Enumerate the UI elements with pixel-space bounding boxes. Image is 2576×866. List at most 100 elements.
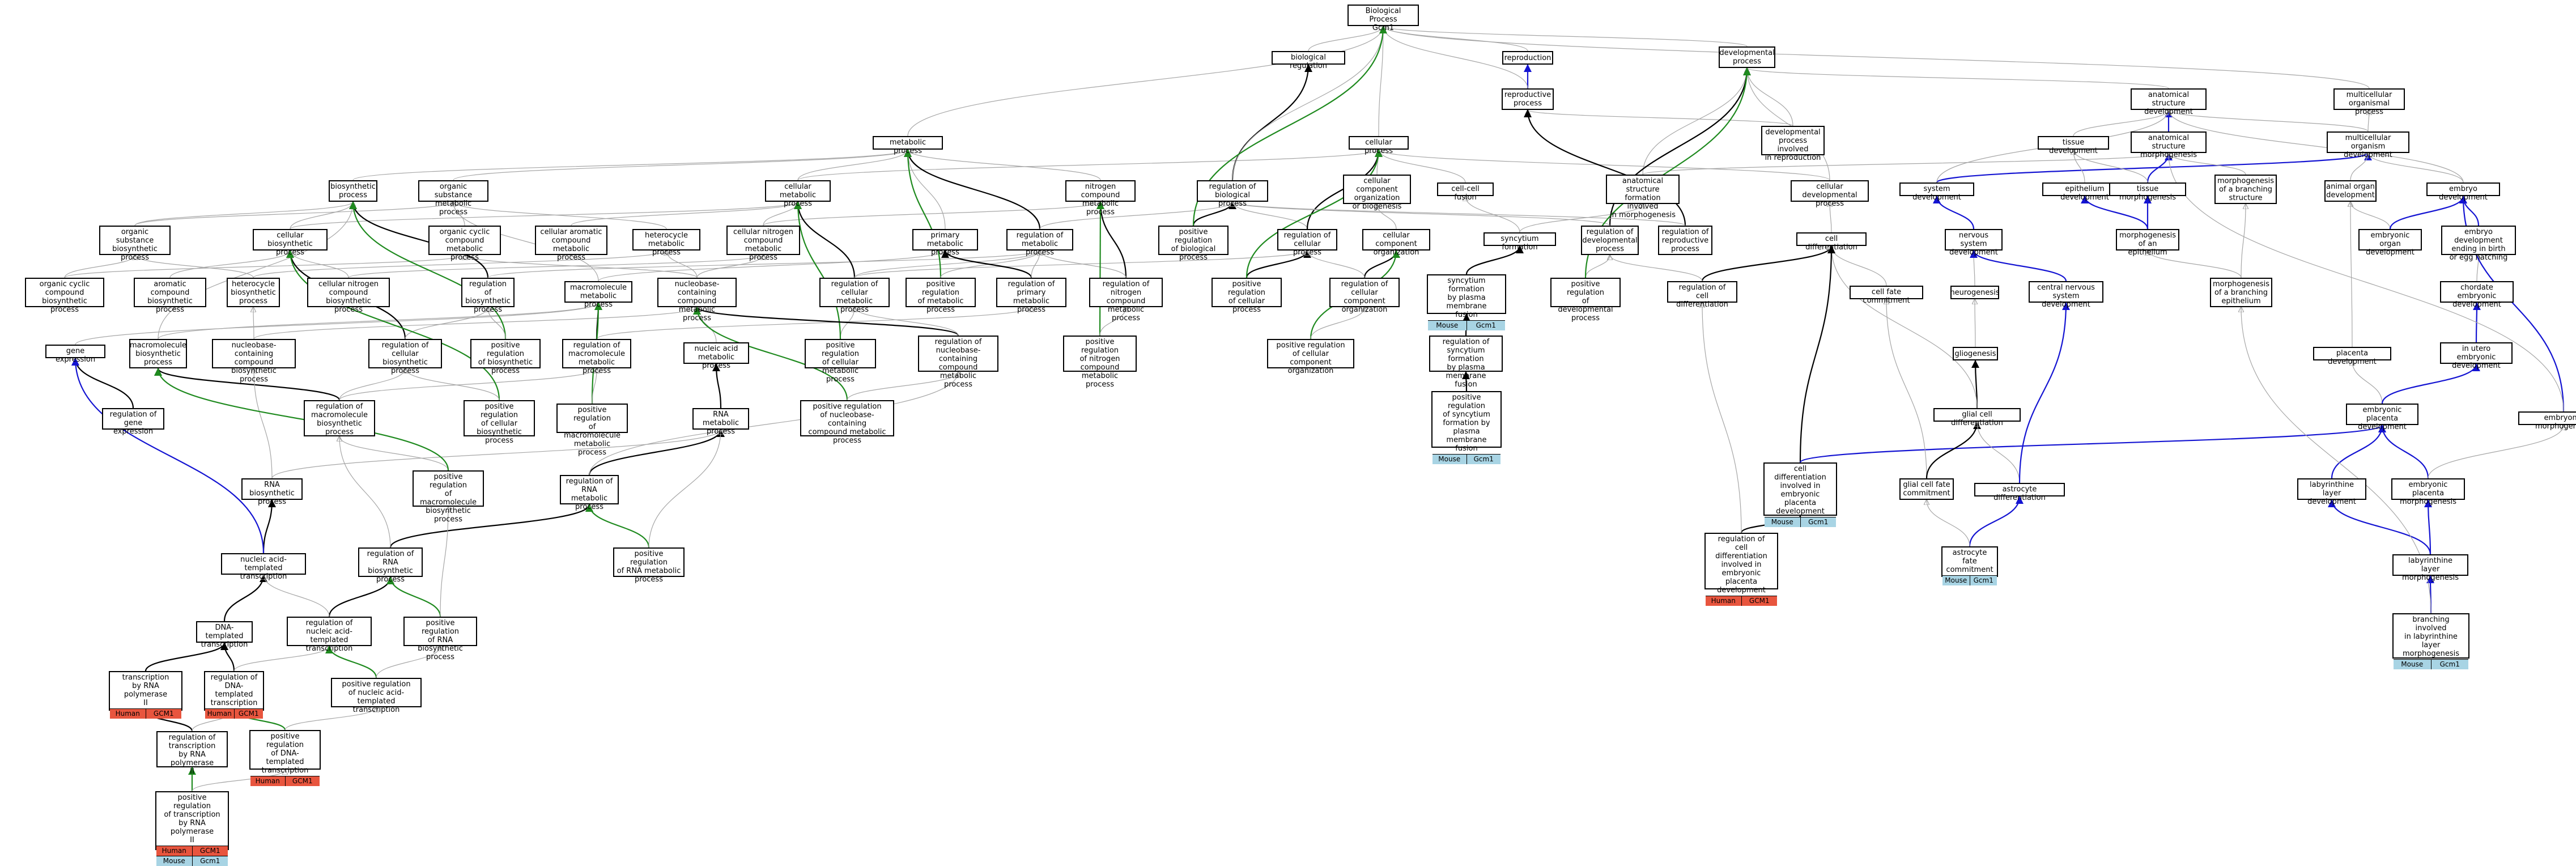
go-term-node[interactable]: regulation of biosynthetic process (461, 278, 515, 314)
go-term-node[interactable]: embryo development (2426, 182, 2500, 202)
go-term-node[interactable]: multicellular organism development (2327, 131, 2409, 159)
go-term-node[interactable]: biosynthetic process (329, 180, 377, 202)
go-term-node[interactable]: cellular metabolic process (765, 180, 831, 208)
go-term-node[interactable]: regulation of syncytium formation by pla… (1429, 336, 1503, 389)
go-term-node[interactable]: positive regulation of macromolecule met… (556, 404, 628, 457)
go-term-node[interactable]: placenta development (2313, 347, 2391, 366)
go-term-node[interactable]: heterocycle metabolic process (632, 229, 700, 257)
go-term-node[interactable]: glial cell fate commitment (1899, 478, 1954, 500)
go-term-node[interactable]: regulation of DNA-templated transcriptio… (204, 671, 264, 719)
go-term-node[interactable]: cellular developmental process (1791, 180, 1869, 208)
go-term-node[interactable]: regulation of cellular biosynthetic proc… (368, 339, 442, 375)
go-term-node[interactable]: organic substance biosynthetic process (99, 226, 171, 262)
go-term-node[interactable]: positive regulation of cellular process (1212, 278, 1282, 314)
go-term-node[interactable]: regulation of cell differentiation (1667, 281, 1737, 309)
go-term-node[interactable]: branching involved in labyrinthine layer… (2392, 613, 2469, 669)
go-term-node[interactable]: positive regulation of nucleic acid-temp… (331, 678, 422, 714)
go-term-node[interactable]: cellular process (1349, 136, 1409, 155)
go-term-node[interactable]: aromatic compound biosynthetic process (134, 278, 206, 314)
go-term-node[interactable]: regulation of macromolecule biosynthetic… (304, 400, 375, 436)
go-term-node[interactable]: embryonic placenta morphogenesis (2391, 478, 2465, 506)
go-term-node[interactable]: labyrinthine layer development (2297, 478, 2366, 506)
go-term-node[interactable]: gene expression (45, 345, 105, 364)
go-term-node[interactable]: regulation of developmental process (1581, 226, 1639, 255)
go-term-node[interactable]: organic cyclic compound biosynthetic pro… (25, 278, 104, 314)
go-term-node[interactable]: in utero embryonic development (2440, 342, 2513, 370)
go-term-node[interactable]: neurogenesis (1950, 286, 2000, 299)
go-term-node[interactable]: primary metabolic process (912, 229, 978, 257)
go-term-node[interactable]: regulation of primary metabolic process (996, 278, 1066, 314)
go-term-node[interactable]: regulation of gene expression (102, 408, 164, 436)
go-term-node[interactable]: system development (1899, 182, 1974, 202)
go-term-node[interactable]: organic cyclic compound metabolic proces… (428, 226, 501, 262)
go-term-node[interactable]: DNA-templated transcription (196, 621, 253, 649)
go-term-node[interactable]: central nervous system development (2029, 281, 2103, 309)
go-term-node[interactable]: developmental process (1719, 46, 1775, 68)
go-term-node[interactable]: cell differentiation (1796, 232, 1867, 252)
go-term-node[interactable]: gliogenesis (1953, 347, 1998, 360)
go-term-node[interactable]: nucleic acid metabolic process (683, 342, 749, 370)
go-term-node[interactable]: cellular biosynthetic process (253, 229, 328, 257)
go-term-node[interactable]: cell differentiation involved in embryon… (1763, 462, 1837, 527)
go-term-node[interactable]: positive regulation of RNA metabolic pro… (613, 547, 685, 584)
go-term-node[interactable]: RNA biosynthetic process (241, 478, 303, 506)
go-term-node[interactable]: regulation of RNA biosynthetic process (358, 547, 423, 584)
go-term-node[interactable]: positive regulation of transcription by … (155, 791, 229, 866)
go-term-node[interactable]: regulation of nucleobase-containing comp… (918, 336, 998, 389)
go-term-node[interactable]: glial cell differentiation (1933, 408, 2021, 427)
go-term-node[interactable]: reproduction (1502, 51, 1553, 65)
go-term-node[interactable]: nucleobase-containing compound metabolic… (657, 278, 737, 322)
go-term-node[interactable]: cellular nitrogen compound metabolic pro… (726, 226, 800, 262)
go-term-node[interactable]: regulation of nitrogen compound metaboli… (1089, 278, 1163, 322)
go-term-node[interactable]: organic substance metabolic process (418, 180, 488, 216)
go-term-node[interactable]: labyrinthine layer morphogenesis (2392, 554, 2468, 582)
go-term-node[interactable]: multicellular organismal process (2333, 88, 2405, 116)
go-term-node[interactable]: anatomical structure formation involved … (1606, 175, 1680, 219)
go-term-node[interactable]: nervous system development (1945, 229, 2003, 257)
go-term-node[interactable]: morphogenesis of a branching structure (2214, 175, 2277, 204)
go-term-node[interactable]: regulation of metabolic process (1006, 229, 1073, 257)
go-term-node[interactable]: embryo development ending in birth or eg… (2441, 226, 2516, 262)
go-term-node[interactable]: nitrogen compound metabolic process (1065, 180, 1136, 216)
go-term-node[interactable]: morphogenesis of a branching epithelium (2210, 278, 2272, 307)
go-term-node[interactable]: positive regulation of nitrogen compound… (1063, 336, 1137, 389)
go-term-node[interactable]: astrocyte differentiation (1974, 483, 2065, 502)
go-term-node[interactable]: positive regulation of cellular metaboli… (805, 339, 876, 384)
go-term-node[interactable]: nucleic acid-templated transcription (221, 553, 306, 581)
go-term-node[interactable]: positive regulation of metabolic process (906, 278, 976, 314)
go-term-node[interactable]: positive regulation of cellular biosynth… (464, 400, 535, 445)
go-term-node[interactable]: regulation of RNA metabolic process (560, 475, 619, 511)
go-term-node[interactable]: morphogenesis of an epithelium (2116, 229, 2179, 257)
go-term-node[interactable]: anatomical structure morphogenesis (2131, 131, 2207, 159)
go-term-node[interactable]: positive regulation of biosynthetic proc… (470, 339, 541, 375)
go-term-node[interactable]: animal organ development (2324, 180, 2377, 202)
go-term-node[interactable]: positive regulation of cellular componen… (1267, 339, 1354, 375)
go-term-node[interactable]: cell-cell fusion (1437, 182, 1494, 202)
go-term-node[interactable]: positive regulation of nucleobase-contai… (800, 400, 894, 445)
go-term-node[interactable]: developmental process involved in reprod… (1761, 126, 1825, 162)
go-term-node[interactable]: regulation of cellular component organiz… (1329, 278, 1400, 314)
go-term-node[interactable]: embryonic placenta development (2346, 404, 2418, 431)
go-term-node[interactable]: chordate embryonic development (2440, 281, 2514, 309)
go-term-node[interactable]: cellular aromatic compound metabolic pro… (535, 226, 607, 262)
go-term-node[interactable]: cellular nitrogen compound biosynthetic … (307, 278, 390, 314)
go-term-node[interactable]: RNA metabolic process (692, 408, 749, 436)
go-term-node[interactable]: regulation of reproductive process (1658, 226, 1712, 255)
go-term-node[interactable]: positive regulation of biological proces… (1158, 226, 1229, 262)
go-term-node[interactable]: tissue morphogenesis (2109, 182, 2186, 202)
go-term-node[interactable]: biological regulation (1272, 51, 1345, 70)
go-term-node[interactable]: cellular component organization or bioge… (1343, 175, 1411, 211)
go-term-node[interactable]: epithelium development (2042, 182, 2127, 202)
go-term-node[interactable]: anatomical structure development (2131, 88, 2207, 116)
go-term-node[interactable]: positive regulation of macromolecule bio… (413, 470, 484, 524)
go-term-node[interactable]: embryonic organ development (2358, 229, 2422, 257)
go-term-node[interactable]: regulation of cell differentiation invol… (1704, 533, 1778, 606)
go-term-node[interactable]: syncytium formation (1483, 232, 1556, 252)
go-term-node[interactable]: regulation of cellular process (1277, 229, 1337, 257)
go-term-node[interactable]: heterocycle biosynthetic process (227, 278, 280, 307)
go-term-node[interactable]: positive regulation of DNA-templated tra… (249, 730, 321, 786)
go-term-node[interactable]: macromolecule biosynthetic process (129, 339, 187, 368)
go-term-node[interactable]: cell fate commitment (1850, 286, 1923, 305)
